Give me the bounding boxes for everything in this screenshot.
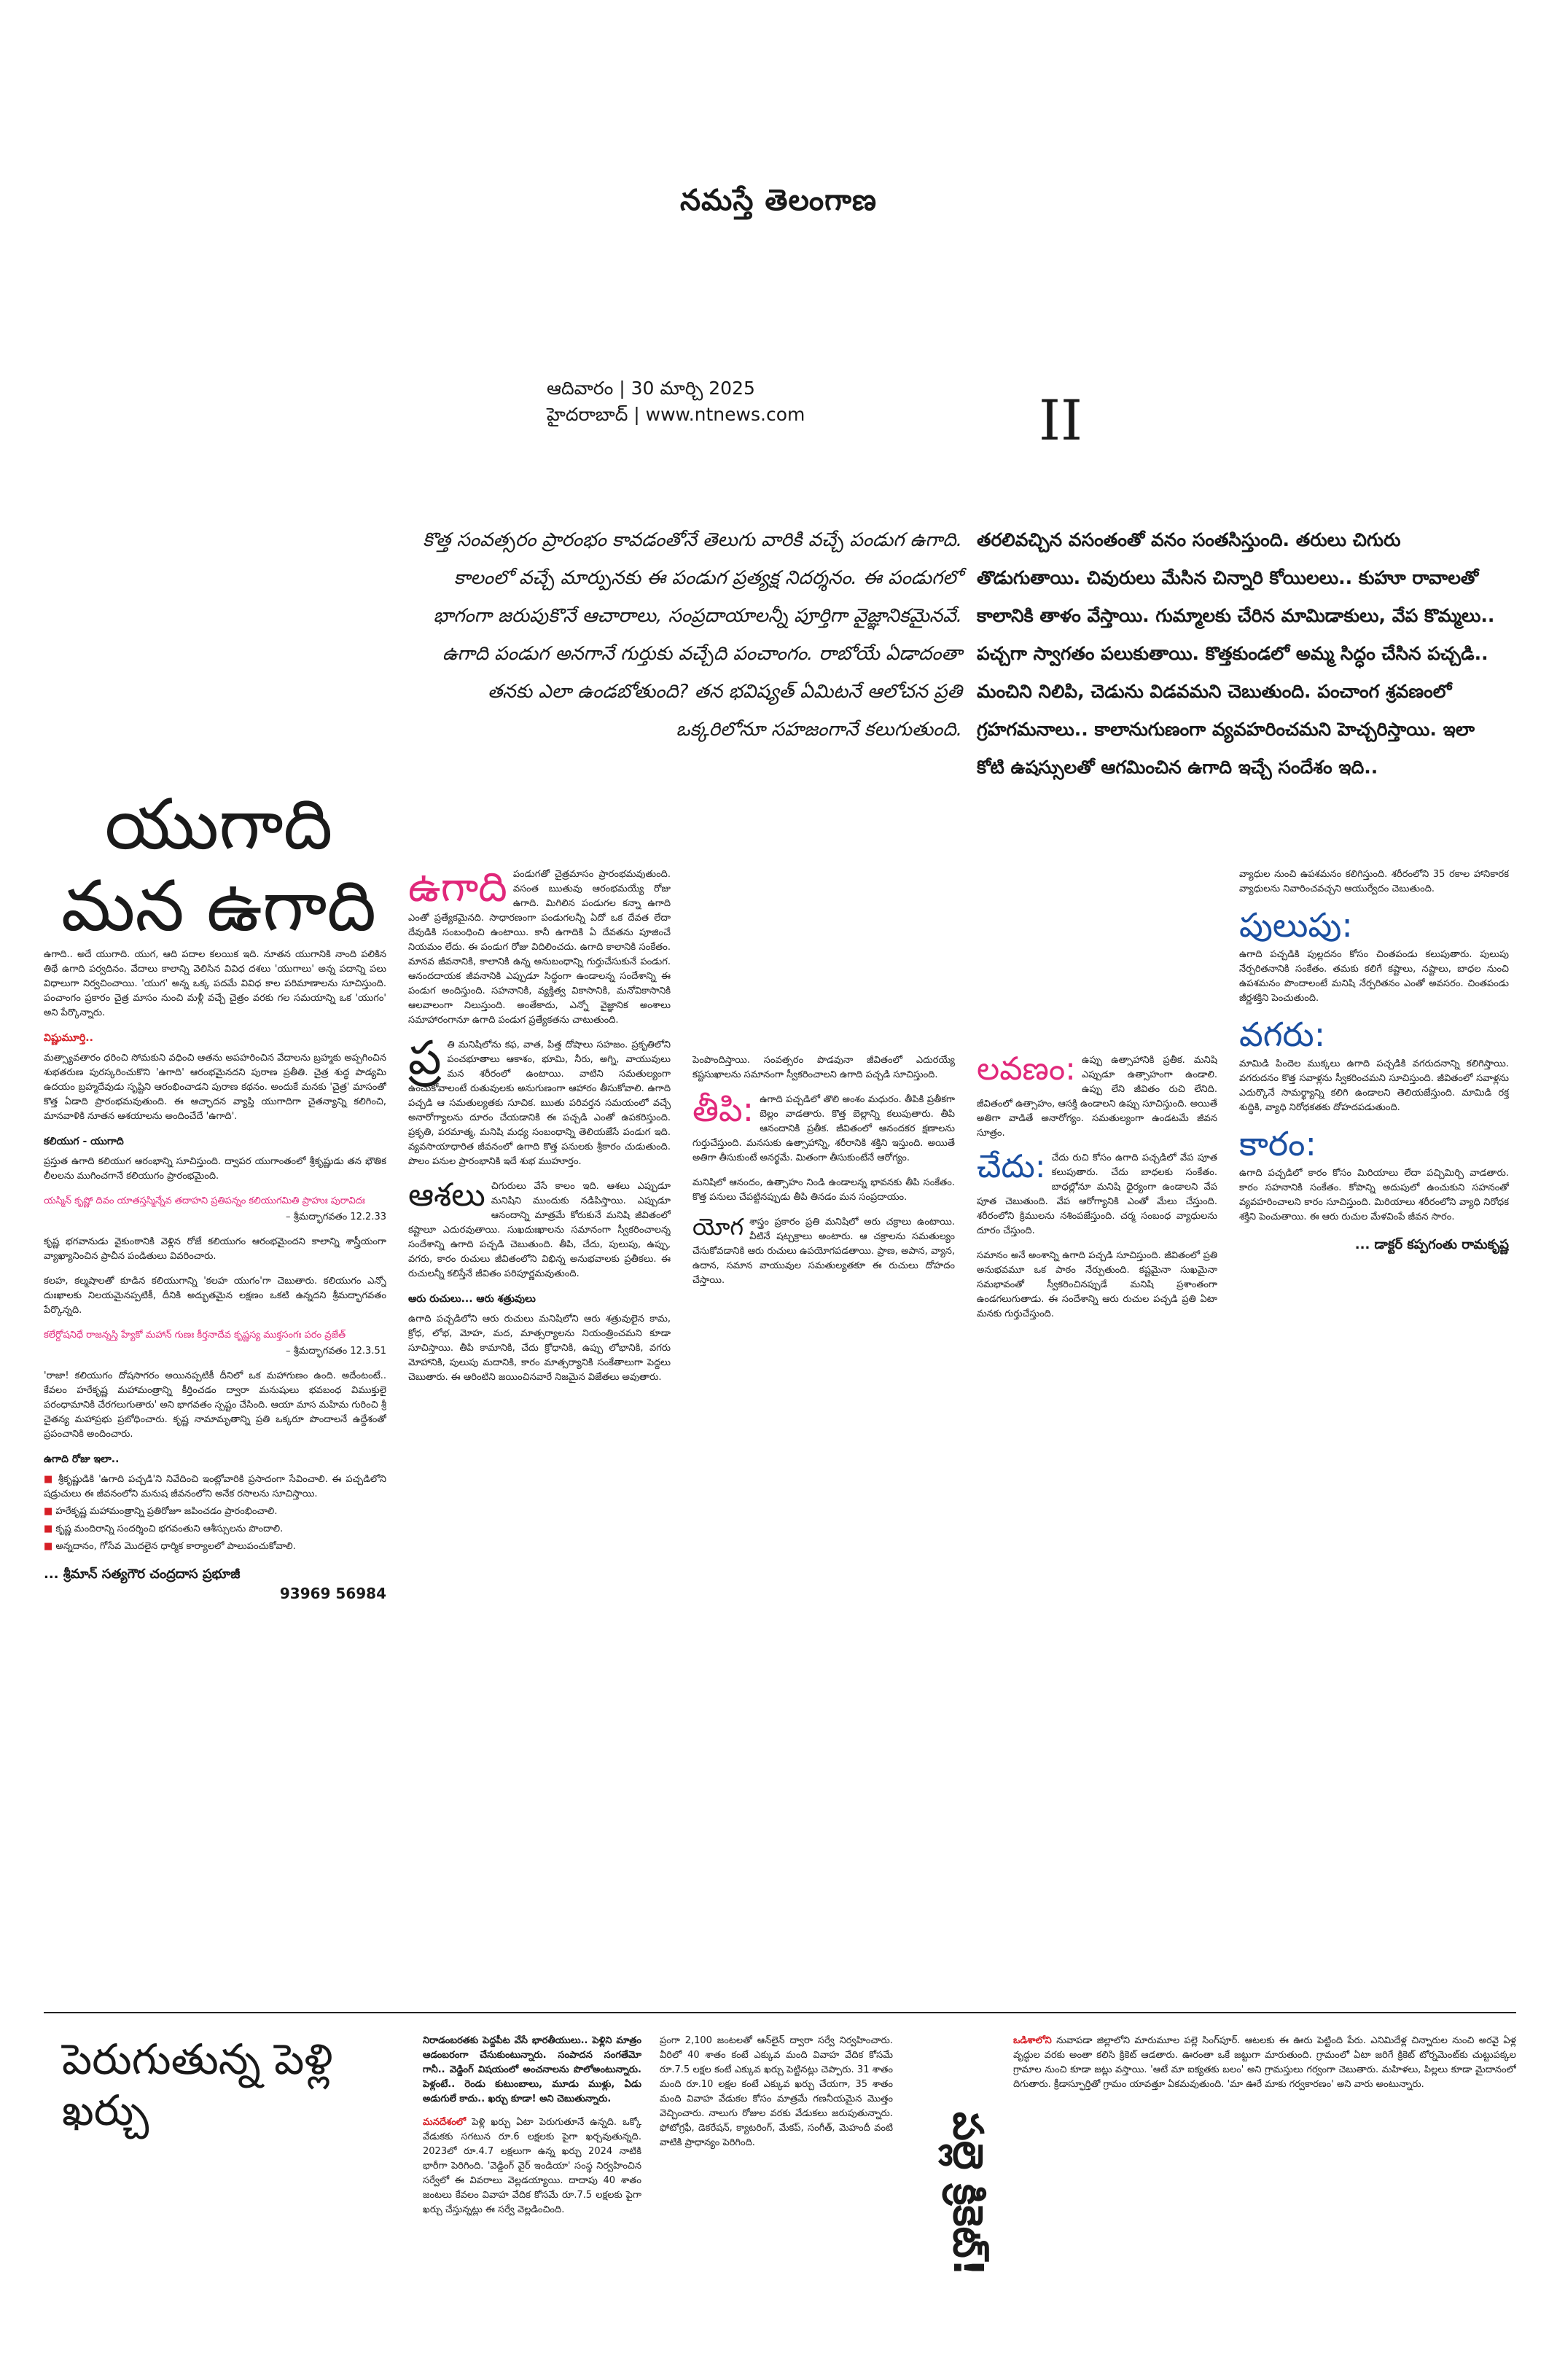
subhead-kaliyuga: కలియుగ - యుగాది	[44, 1136, 124, 1147]
paragraph: తీపి:ఉగాది పచ్చడిలో తొలి అంశం మధురం. తీప…	[692, 1093, 955, 1166]
paragraph: ప్రంగా 2,100 జంటలతో ఆన్‌లైన్ ద్వారా సర్వ…	[660, 2035, 893, 2148]
paragraph: ఉగాదిపండుగతో చైత్రమాసం ప్రారంభమవుతుంది. …	[408, 867, 671, 1028]
paragraph: ఉగాది పచ్చడిలో కారం కోసం మిరియాలు లేదా ప…	[1239, 1168, 1509, 1222]
wedding-intro: నిరాడంబరతకు పెద్దపీట వేసే భారతీయులు.. పె…	[423, 2035, 641, 2104]
wedding-column-2: ప్రంగా 2,100 జంటలతో ఆన్‌లైన్ ద్వారా సర్వ…	[660, 2034, 893, 2354]
paragraph: ఒడిశాలోని నువాపడా జిల్లాలోని మారుమూల పల్…	[1013, 2034, 1516, 2092]
sloka-quote: యస్మిన్ కృష్ణో దివం యాతస్తస్మిన్నేవ తదాహ…	[44, 1195, 365, 1206]
feature-column-2: ఉగాదిపండుగతో చైత్రమాసం ప్రారంభమవుతుంది. …	[408, 867, 671, 1997]
paragraph-text: నువాపడా జిల్లాలోని మారుమూల పల్లె సింగ్‌ప…	[1013, 2035, 1516, 2090]
masthead-title: నమస్తే తెలంగాణ	[679, 184, 878, 217]
feature-title-line2: మన ఉగాది	[61, 865, 377, 947]
drop-cap-lavanam: లవణం:	[977, 1053, 1076, 1088]
drop-cap-teepi: తీపి:	[692, 1090, 754, 1129]
feature-lead: ఉగాది.. అదే యుగాది. యుగ, ఆది పదాల కలయిక …	[44, 949, 386, 1018]
drop-cap-yoga: యోగ	[692, 1213, 744, 1241]
subhead-pulupu: పులుపు:	[1239, 905, 1353, 945]
issue-place-url: హైదరాబాద్ | www.ntnews.com	[547, 404, 805, 425]
issue-date: ఆదివారం | 30 మార్చి 2025	[547, 378, 755, 399]
paragraph-text: చేదు రుచి కోసం ఉగాది పచ్చడిలో వేప పూత కల…	[977, 1152, 1217, 1236]
cricket-column: ఒడిశాలోని నువాపడా జిల్లాలోని మారుమూల పల్…	[1013, 2034, 1516, 2354]
paragraph-text: తి మనిషిలోను కఫ, వాత, పిత్త దోషాలు సహజం.…	[408, 1039, 671, 1167]
wedding-headline: పెరుగుతున్న పెళ్లి ఖర్చు	[62, 2034, 333, 2135]
paragraph: మనదేశంలో పెళ్లి ఖర్చు ఏటా పెరుగుతూనే ఉన్…	[423, 2115, 641, 2217]
subhead-vagaru: వగరు:	[1239, 1015, 1326, 1054]
paragraph: లవణం:ఉప్పు ఉత్సాహానికి ప్రతీక. మనిషి ఎప్…	[977, 1053, 1217, 1141]
feature-column-3: పెంపొందిస్తాయి. సంవత్సరం పొడవునా జీవితంల…	[692, 1053, 955, 1997]
paragraph: కలహ, కల్మషాలతో కూడిన కలియుగాన్ని 'కలహ యు…	[44, 1276, 386, 1316]
page-number: II	[1039, 388, 1083, 453]
feature-column-5: వ్యాధుల నుంచి ఉపశమనం కలిగిస్తుంది. శరీరం…	[1239, 867, 1509, 1997]
feature-title: యుగాది మన ఉగాది	[44, 784, 394, 947]
author-byline: ... డాక్టర్ కప్పగంతు రామకృష్ణ	[1354, 1237, 1509, 1252]
sloka-source: – శ్రీమద్భాగవతం 12.3.51	[286, 1346, 386, 1357]
paragraph: మత్స్యావతారం ధరించి సోమకుని వధించి ఆతను …	[44, 1053, 386, 1122]
section-divider	[44, 2012, 1516, 2013]
subhead-ugadi-day: ఉగాది రోజు ఇలా..	[44, 1454, 120, 1465]
drop-cap-ugadi: ఉగాది	[408, 867, 507, 911]
dateline: ఆదివారం | 30 మార్చి 2025 హైదరాబాద్ | www…	[547, 375, 805, 428]
drop-cap-cheda: చేదు:	[977, 1148, 1046, 1185]
list-item: శ్రీకృష్ణుడికి 'ఉగాది పచ్చడి'ని నివేదించ…	[44, 1472, 386, 1502]
feature-title-line1: యుగాది	[104, 784, 333, 865]
paragraph: చేదు:చేదు రుచి కోసం ఉగాది పచ్చడిలో వేప ప…	[977, 1151, 1217, 1238]
subhead-karam: కారం:	[1239, 1124, 1316, 1163]
paragraph: సమానం అనే అంశాన్ని ఉగాది పచ్చడి సూచిస్తు…	[977, 1250, 1217, 1319]
paragraph-text: ఉగాది పచ్చడిలో తొలి అంశం మధురం. తీపికి ప…	[692, 1094, 955, 1163]
lead-word: ఒడిశాలోని	[1013, 2035, 1052, 2046]
intro-text-right: తరలివచ్చిన వసంతంతో వనం సంతసిస్తుంది. తరు…	[977, 529, 1495, 778]
paragraph: కృష్ణ భగవానుడు వైకుంఠానికి వెళ్లిన రోజే …	[44, 1236, 386, 1262]
author-phone: 93969 56984	[279, 1585, 386, 1602]
intro-text-left: కొత్త సంవత్సరం ప్రారంభం కావడంతోనే తెలుగు…	[423, 529, 962, 741]
paragraph-text: శాస్త్రం ప్రకారం ప్రతి మనిషిలో అరు చక్రా…	[692, 1217, 955, 1286]
cricket-headline: పల్లె క్రికెట్!	[944, 2111, 991, 2277]
sloka-source: – శ్రీమద్భాగవతం 12.2.33	[286, 1212, 386, 1222]
paragraph: పెంపొందిస్తాయి. సంవత్సరం పొడవునా జీవితంల…	[692, 1055, 955, 1080]
paragraph-text: ఉప్పు ఉత్సాహానికి ప్రతీక. మనిషి ఎప్పుడూ …	[977, 1055, 1217, 1139]
subhead-vishnu: విష్ణుమూర్తి..	[44, 1032, 93, 1044]
paragraph-text: చిగురులు వేసే కాలం ఇది. ఆశలు ఎప్పుడూ మని…	[408, 1181, 671, 1279]
paragraph-text: పండుగతో చైత్రమాసం ప్రారంభమవుతుంది. వసంత …	[408, 869, 671, 1026]
paragraph: వ్యాధుల నుంచి ఉపశమనం కలిగిస్తుంది. శరీరం…	[1239, 869, 1509, 894]
list-item: అన్నదానం, గోసేవ మొదలైన ధార్మిక కార్యాలలో…	[44, 1540, 386, 1554]
feature-column-1: ఉగాది.. అదే యుగాది. యుగ, ఆది పదాల కలయిక …	[44, 948, 386, 1997]
paragraph: మనిషిలో ఆనందం, ఉత్సాహం నిండి ఉండాలన్న భా…	[692, 1177, 955, 1203]
lead-word: మనదేశంలో	[423, 2117, 467, 2128]
author-byline: ... శ్రీమాన్ సత్యగౌర చంద్రదాస ప్రభూజీ	[44, 1566, 241, 1582]
paragraph-text: పెళ్లి ఖర్చు ఏటా పెరుగుతూనే ఉన్నది. ఒక్క…	[423, 2117, 641, 2215]
paragraph: ఆశలుచిగురులు వేసే కాలం ఇది. ఆశలు ఎప్పుడూ…	[408, 1179, 671, 1281]
feature-column-4: లవణం:ఉప్పు ఉత్సాహానికి ప్రతీక. మనిషి ఎప్…	[977, 1053, 1217, 1997]
list-item: హరేకృష్ణ మహామంత్రాన్ని ప్రతిరోజూ జపించడం…	[44, 1505, 386, 1519]
paragraph: ప్రస్తుత ఉగాది కలియుగ ఆరంభాన్ని సూచిస్తు…	[44, 1156, 386, 1182]
paragraph: ఉగాది పచ్చడికి పుల్లదనం కోసం చింతపండు కల…	[1239, 949, 1509, 1004]
subhead-six-tastes: ఆరు రుచులు... ఆరు శత్రువులు	[408, 1293, 536, 1305]
paragraph: మామిడి పిందెల ముక్కలు ఉగాది పచ్చడికి వగర…	[1239, 1058, 1509, 1113]
sloka-quote: కలేర్దోషనిధే రాజన్నస్తి హ్యేకో మహాన్ గుణ…	[44, 1330, 346, 1341]
wedding-column-1: నిరాడంబరతకు పెద్దపీట వేసే భారతీయులు.. పె…	[423, 2034, 641, 2354]
paragraph: 'రాజా! కలియుగం దోషసాగరం అయినప్పటికీ దీని…	[44, 1370, 386, 1440]
drop-cap-prathi: ప్ర	[408, 1031, 442, 1085]
paragraph: ఉగాది పచ్చడిలోని ఆరు రుచులు మనిషిలోని ఆర…	[408, 1314, 671, 1383]
list-item: కృష్ణ మందిరాన్ని సందర్శించి భగవంతుని ఆశీ…	[44, 1522, 386, 1537]
drop-cap-ashalu: ఆశలు	[408, 1177, 485, 1214]
